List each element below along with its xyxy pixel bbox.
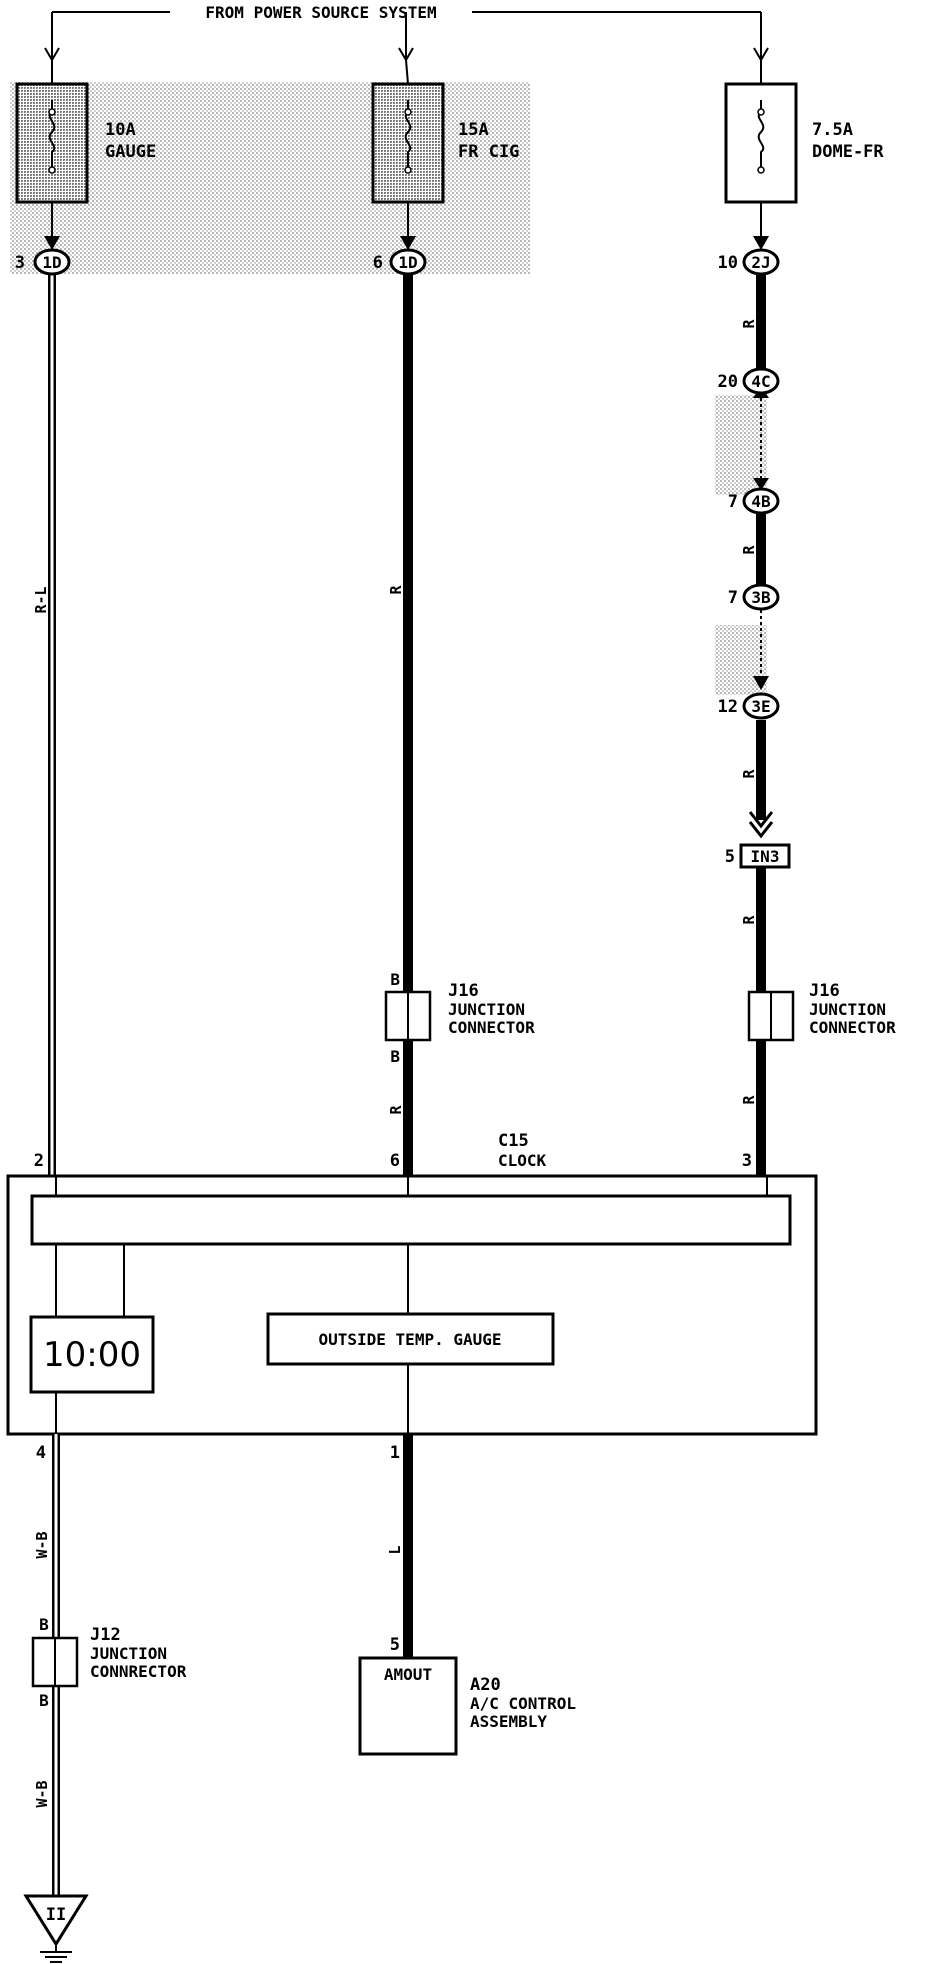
junction-j16-right-bottom-pin: A bbox=[756, 1047, 766, 1066]
connector-1d-left: 1D bbox=[33, 248, 71, 276]
wire-mid-top-label: R bbox=[387, 585, 405, 595]
svg-text:3B: 3B bbox=[751, 588, 771, 607]
junction-j16-mid bbox=[384, 990, 432, 1042]
power-source-header: FROM POWER SOURCE SYSTEM bbox=[44, 3, 769, 62]
fuse-gauge-name: GAUGE bbox=[105, 142, 156, 162]
ac-control-id: A20 bbox=[470, 1675, 501, 1695]
wire-right-2-label: R bbox=[740, 545, 758, 555]
fuse-gauge-amp: 10A bbox=[105, 120, 136, 140]
junction-j12-line2: CONNRECTOR bbox=[90, 1662, 187, 1681]
clock-display: 10:00 bbox=[43, 1335, 141, 1375]
connector-2j-pin: 10 bbox=[718, 253, 738, 273]
connector-4c-pin: 20 bbox=[718, 372, 738, 392]
connector-1d-mid: 1D bbox=[389, 248, 427, 276]
junction-j16-mid-line1: JUNCTION bbox=[448, 1000, 525, 1019]
ground-symbol-icon bbox=[23, 1894, 89, 1963]
fuse-fr-cig-amp: 15A bbox=[458, 120, 489, 140]
junction-j16-right bbox=[747, 990, 795, 1042]
header-title: FROM POWER SOURCE SYSTEM bbox=[205, 3, 436, 22]
junction-j16-right-id: J16 bbox=[809, 981, 840, 1001]
ac-control-line1: A/C CONTROL bbox=[470, 1694, 576, 1713]
clock-unit bbox=[6, 1174, 818, 1436]
junction-j16-mid-top-pin: B bbox=[390, 970, 400, 989]
svg-text:3E: 3E bbox=[751, 697, 770, 716]
connector-1d-left-pin: 3 bbox=[15, 253, 25, 273]
fuse-dome-fr-amp: 7.5A bbox=[812, 120, 853, 140]
junction-j16-mid-bottom-pin: B bbox=[390, 1047, 400, 1066]
clock-pin-right: 3 bbox=[742, 1151, 752, 1171]
clock-pin-left: 2 bbox=[34, 1151, 44, 1171]
clock-gauge-label: OUTSIDE TEMP. GAUGE bbox=[318, 1330, 501, 1349]
connector-3e-pin: 12 bbox=[718, 697, 738, 717]
svg-text:4B: 4B bbox=[751, 492, 771, 511]
clock-name: CLOCK bbox=[498, 1151, 547, 1170]
junction-j16-mid-line2: CONNECTOR bbox=[448, 1018, 535, 1037]
junction-j12-top-pin: B bbox=[39, 1615, 49, 1634]
connector-3e: 3E bbox=[742, 692, 780, 720]
connector-3b-pin: 7 bbox=[728, 588, 738, 608]
svg-text:1D: 1D bbox=[42, 253, 61, 272]
clock-id: C15 bbox=[498, 1131, 529, 1151]
connector-in3: IN3 bbox=[739, 843, 791, 869]
fuse-fr-cig bbox=[371, 59, 445, 250]
svg-text:1D: 1D bbox=[398, 253, 417, 272]
connector-4b: 4B bbox=[742, 487, 780, 515]
fuse-gauge bbox=[15, 60, 89, 250]
ac-control-line2: ASSEMBLY bbox=[470, 1712, 547, 1731]
fuse-fr-cig-name: FR CIG bbox=[458, 142, 519, 162]
wire-mid-bottom-label: R bbox=[387, 1105, 405, 1115]
wire-right-shielded-2 bbox=[753, 610, 769, 690]
clock-pin-bottom-left: 4 bbox=[36, 1443, 46, 1463]
junction-j16-right-line2: CONNECTOR bbox=[809, 1018, 896, 1037]
fuse-dome-fr bbox=[724, 60, 798, 250]
fuse-dome-fr-name: DOME-FR bbox=[812, 142, 884, 162]
ac-control-box bbox=[358, 1656, 458, 1756]
junction-j12 bbox=[31, 1636, 79, 1688]
connector-4c: 4C bbox=[742, 367, 780, 395]
junction-j16-right-top-pin: A bbox=[756, 970, 766, 989]
wire-right-3-label: R bbox=[740, 769, 758, 779]
junction-j16-mid-id: J16 bbox=[448, 981, 479, 1001]
wire-left-bottom-1-label: W-B bbox=[33, 1531, 51, 1558]
clock-pin-mid: 6 bbox=[390, 1151, 400, 1171]
ac-control-pin: 5 bbox=[390, 1635, 400, 1655]
svg-text:IN3: IN3 bbox=[751, 847, 780, 866]
wire-mid-lower-label: L bbox=[386, 1545, 404, 1554]
junction-j12-line1: JUNCTION bbox=[90, 1644, 167, 1663]
svg-text:4C: 4C bbox=[751, 372, 770, 391]
wire-right-5-label: R bbox=[740, 1095, 758, 1105]
connector-2j: 2J bbox=[742, 248, 780, 276]
clock-pin-bottom-mid: 1 bbox=[390, 1443, 400, 1463]
connector-1d-mid-pin: 6 bbox=[373, 253, 383, 273]
wire-right-chevron bbox=[748, 811, 774, 839]
connector-in3-pin: 5 bbox=[725, 847, 735, 867]
junction-j16-right-line1: JUNCTION bbox=[809, 1000, 886, 1019]
wire-right-1-label: R bbox=[740, 319, 758, 329]
wire-left-bottom-2-label: W-B bbox=[33, 1780, 51, 1807]
wire-right-4-label: R bbox=[740, 915, 758, 925]
wire-left-top-label: R-L bbox=[32, 586, 50, 613]
connector-3b: 3B bbox=[742, 583, 780, 611]
connector-4b-pin: 7 bbox=[728, 492, 738, 512]
junction-j12-bottom-pin: B bbox=[39, 1691, 49, 1710]
junction-j12-id: J12 bbox=[90, 1625, 121, 1645]
ac-control-terminal: AMOUT bbox=[384, 1665, 432, 1684]
ground-label: II bbox=[46, 1905, 66, 1925]
svg-text:2J: 2J bbox=[751, 253, 770, 272]
